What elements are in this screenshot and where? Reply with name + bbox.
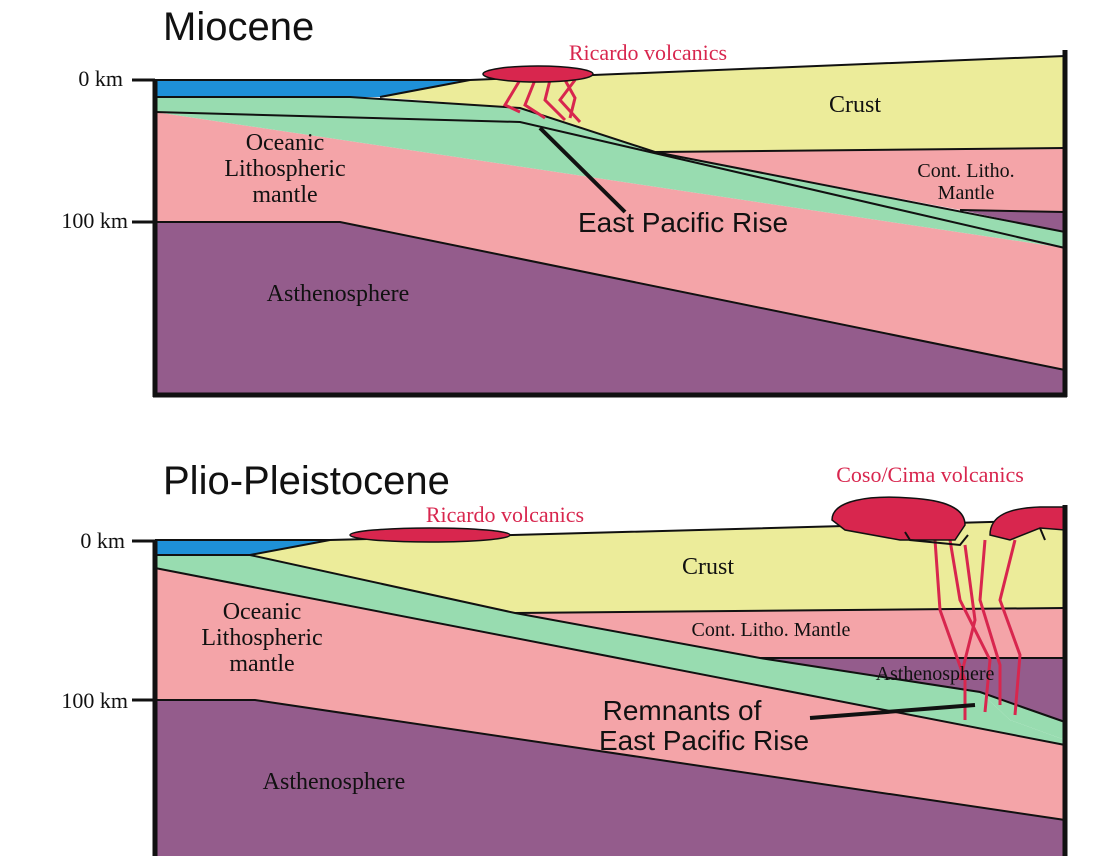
miocene-oceanic-lith-label-3: mantle [252, 182, 317, 208]
miocene-east-pacific-rise-label: East Pacific Rise [578, 207, 788, 238]
plio-title: Plio-Pleistocene [163, 459, 450, 503]
miocene-depth-100-label: 100 km [61, 208, 128, 233]
miocene-depth-0-label: 0 km [78, 66, 123, 91]
miocene-title: Miocene [163, 5, 314, 49]
plio-pleistocene-panel: Plio-Pleistocene [61, 459, 1065, 856]
plio-depth-100-label: 100 km [61, 688, 128, 713]
plio-ricardo-volcanics-label: Ricardo volcanics [426, 502, 584, 527]
plio-coso-cima-volcanics-label: Coso/Cima volcanics [836, 462, 1024, 487]
miocene-oceanic-lith-label-2: Lithospheric [224, 156, 345, 182]
plio-oceanic-lith-label-1: Oceanic [223, 599, 302, 625]
miocene-oceanic-lith-label-1: Oceanic [246, 130, 325, 156]
plio-asthenosphere-window-label: Asthenosphere [876, 663, 995, 685]
plio-ricardo-volcanics-lens [350, 528, 510, 542]
miocene-panel: Miocene [61, 5, 1067, 397]
miocene-crust-label: Crust [829, 92, 881, 118]
miocene-ricardo-volcanics-label: Ricardo volcanics [569, 40, 727, 65]
miocene-cont-litho-label-2: Mantle [938, 182, 995, 204]
plio-crust-label: Crust [682, 554, 734, 580]
plio-cont-litho-label: Cont. Litho. Mantle [692, 619, 851, 641]
plio-remnants-label-2: East Pacific Rise [599, 725, 809, 756]
miocene-ricardo-volcanics-lens [483, 66, 593, 82]
miocene-cont-litho-label-1: Cont. Litho. [917, 160, 1014, 182]
plio-oceanic-lith-label-3: mantle [229, 651, 294, 677]
plio-remnants-label-1: Remnants of [603, 695, 762, 726]
plio-asthenosphere-label: Asthenosphere [263, 769, 406, 795]
plio-oceanic-lith-label-2: Lithospheric [201, 625, 322, 651]
plio-depth-0-label: 0 km [80, 528, 125, 553]
miocene-asthenosphere-label: Asthenosphere [267, 281, 410, 307]
